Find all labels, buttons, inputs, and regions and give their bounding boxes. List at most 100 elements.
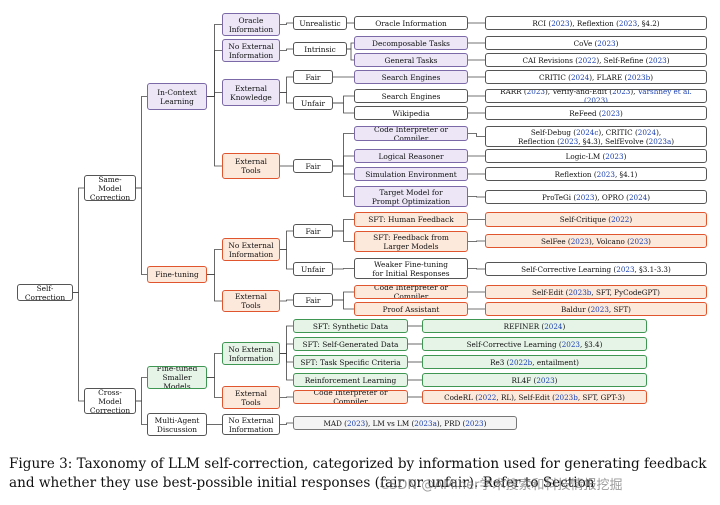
connector-line — [333, 230, 354, 242]
citation-link[interactable]: 2023 — [536, 375, 555, 385]
citation-link[interactable]: 2023 — [596, 169, 615, 179]
citation-text: ) — [615, 38, 619, 48]
connector-line — [136, 400, 147, 425]
connector-line — [333, 155, 354, 167]
citation-link[interactable]: 2023a — [414, 418, 437, 428]
node-in-context-learning: In-Context Learning — [147, 83, 207, 110]
citation-link[interactable]: Varshney et al. (2023) — [584, 89, 692, 103]
citation-text: REFINER ( — [503, 321, 545, 331]
connector-line — [207, 353, 222, 378]
citation-link[interactable]: 2023 — [618, 18, 638, 28]
citation-link[interactable]: 2023a — [648, 136, 672, 146]
citation-line: CodeRL (2022, RL), Self-Edit (2023b, SFT… — [444, 393, 625, 402]
citation-link[interactable]: 2023b — [554, 392, 578, 402]
node-fine-tuned-smaller-models: Fine-tuned Smaller Models — [147, 366, 207, 389]
citation-box: REFINER (2024) — [422, 319, 647, 333]
citation-link[interactable]: 2022 — [478, 392, 497, 402]
citation-text: MAD ( — [323, 418, 347, 428]
connector-line — [333, 102, 354, 114]
citation-text: Self-Corrective Learning ( — [521, 264, 617, 274]
connector-line — [280, 76, 293, 93]
citation-link[interactable]: 2022 — [611, 215, 630, 224]
citation-box: Logic-LM (2023) — [485, 149, 707, 163]
citation-link[interactable]: 2023 — [465, 418, 484, 428]
citation-link[interactable]: 2023 — [612, 89, 631, 96]
citation-line: SelFee (2023), Volcano (2023) — [541, 237, 651, 246]
connector-line — [280, 92, 293, 104]
citation-box: RCI (2023), Reflextion (2023, §4.2) — [485, 16, 707, 30]
connector-line — [207, 50, 222, 97]
connector-line — [136, 96, 147, 189]
citation-link[interactable]: 2023 — [648, 55, 667, 65]
citation-link[interactable]: 2023 — [597, 38, 616, 48]
citation-link[interactable]: 2022b — [509, 357, 533, 367]
citation-text: ), — [630, 89, 638, 96]
citation-link[interactable]: 2024 — [570, 72, 590, 82]
citation-text: ), Volcano ( — [588, 236, 630, 246]
citation-box: Reflextion (2023, §4.1) — [485, 167, 707, 181]
node-logical-reasoner: Logical Reasoner — [354, 149, 468, 163]
connector-line — [73, 187, 84, 293]
citation-link[interactable]: 2023 — [551, 18, 570, 28]
citation-link[interactable]: 2023 — [576, 192, 595, 202]
citation-text: ) — [629, 215, 633, 224]
citation-line: CRITIC (2024), FLARE (2023b) — [539, 73, 653, 82]
node-fair: Fair — [293, 159, 333, 173]
citation-line: Self-Debug (2024c), CRITIC (2024), — [531, 128, 661, 137]
citation-link[interactable]: 2023 — [526, 89, 545, 96]
node-weaker-fine-tuning-for-initial-responses: Weaker Fine-tuning for Initial Responses — [354, 258, 468, 279]
connector-line — [280, 396, 293, 398]
citation-text: Self-Edit ( — [532, 287, 569, 297]
citation-text: ) — [650, 72, 654, 82]
citation-link[interactable]: 2024 — [544, 321, 563, 331]
connector-line — [333, 299, 354, 310]
citation-link[interactable]: 2023 — [570, 236, 589, 246]
connector-line — [333, 95, 354, 104]
citation-link[interactable]: 2023 — [601, 108, 620, 118]
citation-box: RARR (2023), Verify-and-Edit (2023), Var… — [485, 89, 707, 103]
citation-text: ), Reflextion ( — [569, 18, 619, 28]
node-code-interpreter-or-compiler: Code Interpreter or Compiler — [354, 285, 468, 299]
node-no-external-information: No External Information — [222, 39, 280, 62]
citation-text: ) — [647, 192, 651, 202]
citation-link[interactable]: 2023 — [629, 236, 649, 246]
connector-line — [207, 377, 222, 398]
citation-link[interactable]: 2023 — [561, 339, 580, 349]
citation-box: Self-Corrective Learning (2023, §3.1-3.3… — [485, 262, 707, 276]
node-unfair: Unfair — [293, 96, 333, 110]
citation-box: Baldur (2023, SFT) — [485, 302, 707, 316]
node-external-tools: External Tools — [222, 153, 280, 179]
citation-text: ), CRITIC ( — [598, 127, 638, 137]
watermark-text: CSDN @AMiner学术搜索和科技情报挖掘 — [380, 478, 623, 493]
citation-line: Baldur (2023, SFT) — [561, 305, 631, 314]
citation-link[interactable]: 2023 — [559, 136, 579, 146]
connector-line — [207, 96, 222, 167]
citation-link[interactable]: 2024 — [628, 192, 648, 202]
citation-box: CRITIC (2024), FLARE (2023b) — [485, 70, 707, 84]
citation-link[interactable]: 2023 — [590, 304, 609, 314]
citation-link[interactable]: 2023 — [616, 264, 635, 274]
node-unrealistic: Unrealistic — [293, 16, 347, 30]
citation-text: Reflextion ( — [554, 169, 597, 179]
citation-text: Self-Debug ( — [530, 127, 577, 137]
citation-box: CoVe (2023) — [485, 36, 707, 50]
citation-text: , SFT, PyCodeGPT) — [591, 287, 660, 297]
connector-line — [136, 377, 147, 402]
citation-link[interactable]: 2024 — [637, 127, 657, 137]
citation-link[interactable]: 2024c — [576, 127, 599, 137]
citation-text: , §4.1) — [614, 169, 638, 179]
connector-line — [73, 292, 84, 402]
citation-text: , §3.1-3.3) — [634, 264, 671, 274]
citation-line: RL4F (2023) — [512, 376, 558, 385]
citation-link[interactable]: 2023 — [346, 418, 366, 428]
connector-line — [207, 274, 222, 302]
citation-link[interactable]: 2023b — [627, 72, 651, 82]
citation-text: Self-Critique ( — [559, 215, 612, 224]
citation-text: Re3 ( — [490, 357, 510, 367]
node-sft-self-generated-data: SFT: Self-Generated Data — [293, 337, 408, 351]
citation-link[interactable]: 2023 — [605, 151, 624, 161]
citation-link[interactable]: 2022 — [578, 55, 597, 65]
citation-line: MAD (2023), LM vs LM (2023a), PRD (2023) — [324, 419, 487, 428]
citation-box: Self-Critique (2022) — [485, 212, 707, 227]
citation-link[interactable]: 2023b — [568, 287, 592, 297]
